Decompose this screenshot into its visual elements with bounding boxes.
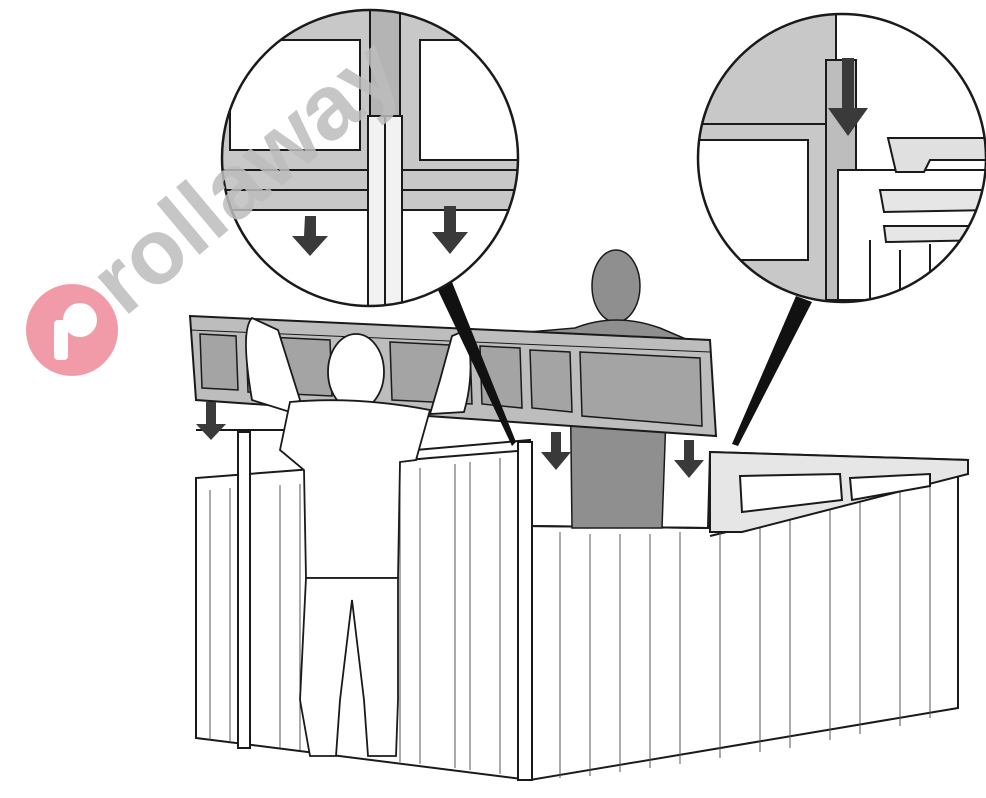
down-arrow-icon xyxy=(674,440,704,478)
rollaway-logo-icon xyxy=(26,284,118,376)
zoom-detail-right xyxy=(696,14,986,304)
down-arrow-icon xyxy=(541,432,571,470)
callout-pointer-right xyxy=(732,296,812,446)
down-arrow-icon xyxy=(196,402,226,440)
post-center xyxy=(518,442,532,780)
person-back-head xyxy=(592,250,640,322)
person-front-head xyxy=(328,334,384,410)
post-left xyxy=(238,432,250,748)
